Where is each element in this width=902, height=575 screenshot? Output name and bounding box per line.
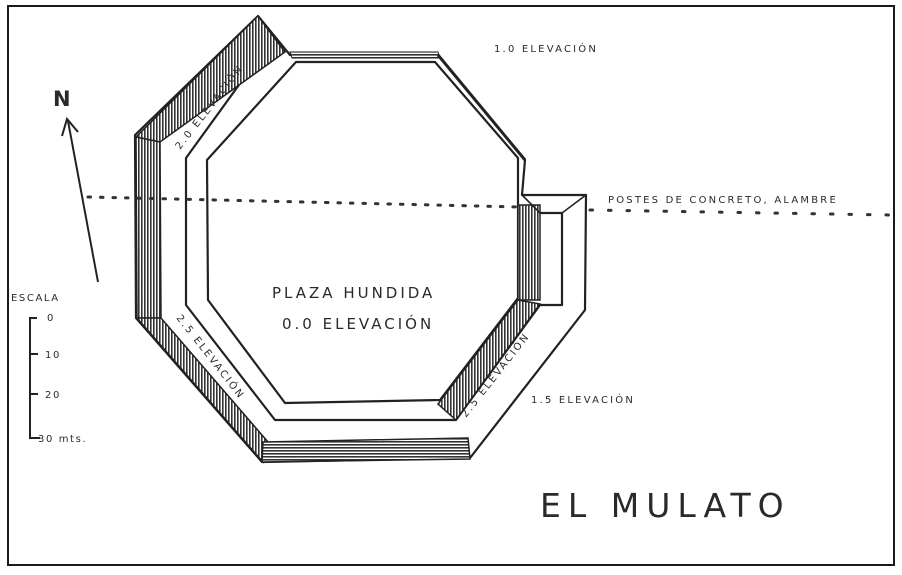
north-label: N [53,87,71,111]
north-arrow [61,116,99,283]
platform-inner-outline [205,60,520,405]
plaza-title: PLAZA HUNDIDA [272,284,435,302]
plaza-elevation: 0.0 ELEVACIÓN [282,314,434,333]
scale-title: ESCALA [11,293,60,304]
platform-northeast-edge [436,54,527,161]
hatched-slope-north [289,51,441,59]
hatched-slope-southeast [436,299,542,422]
elevation-label-top: 1.0 ELEVACIÓN [494,42,598,55]
scale-tick-20: 20 [45,390,61,401]
hatched-slope-east [517,204,541,301]
hatched-slope-south [261,437,471,463]
east-annex-bevel [521,194,587,214]
scale-tick-0: 0 [47,313,55,324]
site-title: EL MULATO [540,486,791,525]
hatched-slope-west [135,136,162,319]
scale-tick-10: 10 [45,350,61,361]
elevation-label-east: 1.5 ELEVACIÓN [531,393,635,406]
fence-line-east [588,208,892,217]
fence-label: POSTES DE CONCRETO, ALAMBRE [608,195,838,206]
scale-tick-30: 30 mts. [38,434,87,445]
scale-bar [29,317,40,439]
fence-line-west [86,195,522,209]
